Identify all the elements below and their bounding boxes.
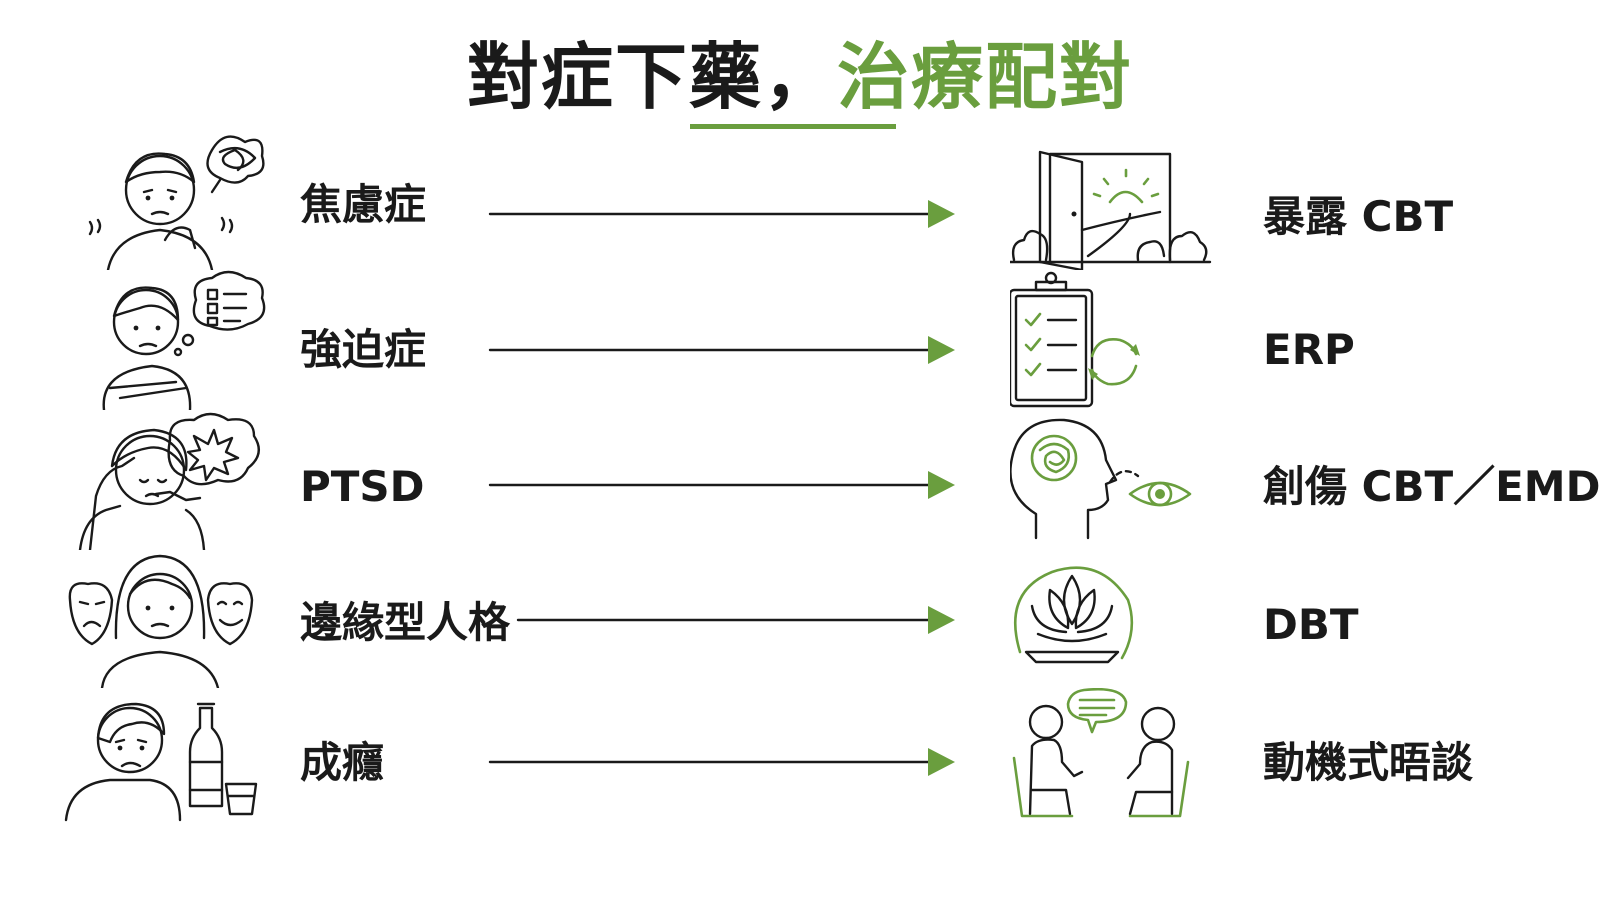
- person-with-masks-icon: [68, 554, 254, 688]
- lotus-icon: [1013, 566, 1134, 664]
- connector-arrow: [488, 471, 955, 499]
- worried-person-checklist-icon: [102, 270, 266, 410]
- treatment-label: 動機式晤談: [1263, 738, 1474, 787]
- clipboard-cycle-icon: [1010, 271, 1140, 408]
- condition-label: PTSD: [300, 462, 425, 511]
- treatment-label: 創傷 CBT／EMDR: [1263, 462, 1600, 511]
- connector-arrow: [516, 606, 955, 634]
- anxious-person-icon: [88, 135, 265, 270]
- counseling-conversation-icon: [1012, 688, 1190, 818]
- connector-arrow: [488, 200, 955, 228]
- pair-row-ptsd: PTSD 創傷 CBT／EMDR: [0, 410, 1600, 550]
- treatment-label: 暴露 CBT: [1263, 192, 1454, 241]
- connector-arrow: [488, 748, 955, 776]
- condition-label: 邊緣型人格: [300, 598, 511, 647]
- pair-row-anxiety: 焦慮症 暴露 CBT: [0, 130, 1600, 270]
- condition-label: 焦慮症: [300, 180, 427, 229]
- treatment-label: ERP: [1263, 325, 1355, 374]
- title-underline: [690, 124, 896, 129]
- open-door-sunrise-icon: [1010, 150, 1212, 270]
- head-eye-icon: [1010, 418, 1192, 540]
- condition-label: 強迫症: [300, 325, 427, 374]
- title-accent: 治療配對: [837, 35, 1134, 119]
- person-with-bottle-icon: [64, 702, 258, 822]
- connector-arrow: [488, 336, 955, 364]
- distressed-person-flashback-icon: [78, 412, 260, 550]
- title-main: 對症下藥，: [466, 35, 837, 119]
- pair-row-ocd: 強迫症 ERP: [0, 270, 1600, 410]
- pair-row-addiction: 成癮 動機式晤談: [0, 688, 1600, 828]
- treatment-label: DBT: [1263, 600, 1359, 649]
- page-title: 對症下藥，治療配對: [0, 18, 1600, 123]
- condition-label: 成癮: [300, 738, 385, 787]
- pair-row-bpd: 邊緣型人格 DBT: [0, 548, 1600, 688]
